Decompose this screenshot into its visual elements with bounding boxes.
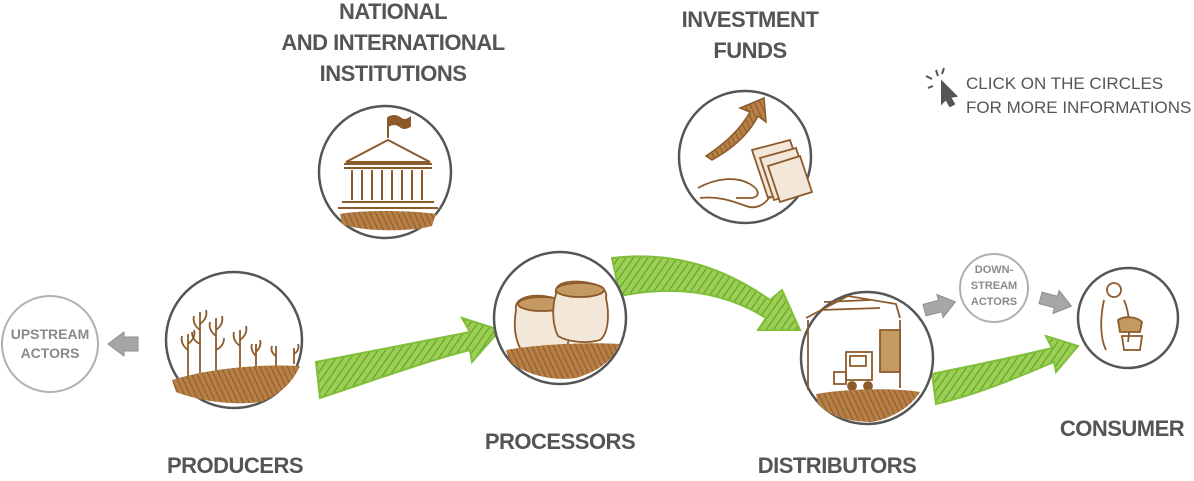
institutions-label: NATIONAL AND INTERNATIONAL INSTITUTIONS <box>275 0 511 89</box>
grain-sacks-icon <box>513 280 609 355</box>
arrow-processors-to-distributors <box>610 255 802 331</box>
click-hint-text: CLICK ON THE CIRCLES FOR MORE INFORMATIO… <box>966 72 1191 120</box>
upstream-label-line1: UPSTREAM <box>10 326 90 342</box>
distributors-circle[interactable] <box>799 290 935 426</box>
field-soil-icon <box>172 365 300 404</box>
processors-label: PROCESSORS <box>484 429 636 454</box>
investment-funds-circle[interactable] <box>677 89 814 225</box>
gray-arrow-to-downstream-icon <box>922 293 957 319</box>
click-hint-line2: FOR MORE INFORMATIONS <box>966 98 1192 117</box>
downstream-label-line1: DOWN- <box>974 264 1014 276</box>
consumer-circle[interactable] <box>1076 266 1180 370</box>
downstream-label-line3: ACTORS <box>970 296 1018 308</box>
downstream-actors-label: DOWN- STREAM ACTORS <box>964 262 1024 310</box>
investment-funds-label-line1: INVESTMENT <box>681 7 819 32</box>
consumer-person-icon <box>1100 282 1144 351</box>
institutions-label-line2: AND INTERNATIONAL <box>281 30 505 55</box>
upstream-actors-label: UPSTREAM ACTORS <box>4 325 96 363</box>
cursor-click-icon <box>925 67 959 108</box>
money-hand-icon <box>697 138 814 209</box>
investment-funds-label-line2: FUNDS <box>713 38 787 63</box>
soil-icon <box>340 211 436 231</box>
building-icon <box>338 115 438 209</box>
processors-soil-icon <box>506 343 620 379</box>
click-hint-line1: CLICK ON THE CIRCLES <box>966 74 1164 93</box>
upstream-actors-circle[interactable] <box>1 295 99 393</box>
rising-arrow-icon <box>704 96 767 161</box>
producers-label: PRODUCERS <box>166 453 304 478</box>
institutions-label-line1: NATIONAL <box>338 0 448 24</box>
crops-icon <box>180 309 300 376</box>
investment-funds-label: INVESTMENT FUNDS <box>664 4 836 66</box>
gray-arrow-from-downstream-icon <box>1038 289 1073 315</box>
arrow-producers-to-processors <box>314 316 502 400</box>
arrow-distributors-to-consumer <box>930 334 1080 406</box>
gray-arrow-to-upstream-icon <box>107 331 139 357</box>
downstream-actors-circle[interactable] <box>959 253 1029 323</box>
upstream-label-line2: ACTORS <box>20 345 80 361</box>
downstream-label-line2: STREAM <box>970 280 1018 292</box>
processors-circle[interactable] <box>492 250 628 386</box>
warehouse-truck-icon <box>805 295 901 391</box>
consumer-label: CONSUMER <box>1059 416 1185 441</box>
institutions-circle[interactable] <box>317 104 453 240</box>
institutions-label-line3: INSTITUTIONS <box>319 61 467 86</box>
distributors-soil-icon <box>816 389 920 422</box>
distributors-label: DISTRIBUTORS <box>757 453 917 478</box>
producers-circle[interactable] <box>164 270 304 410</box>
